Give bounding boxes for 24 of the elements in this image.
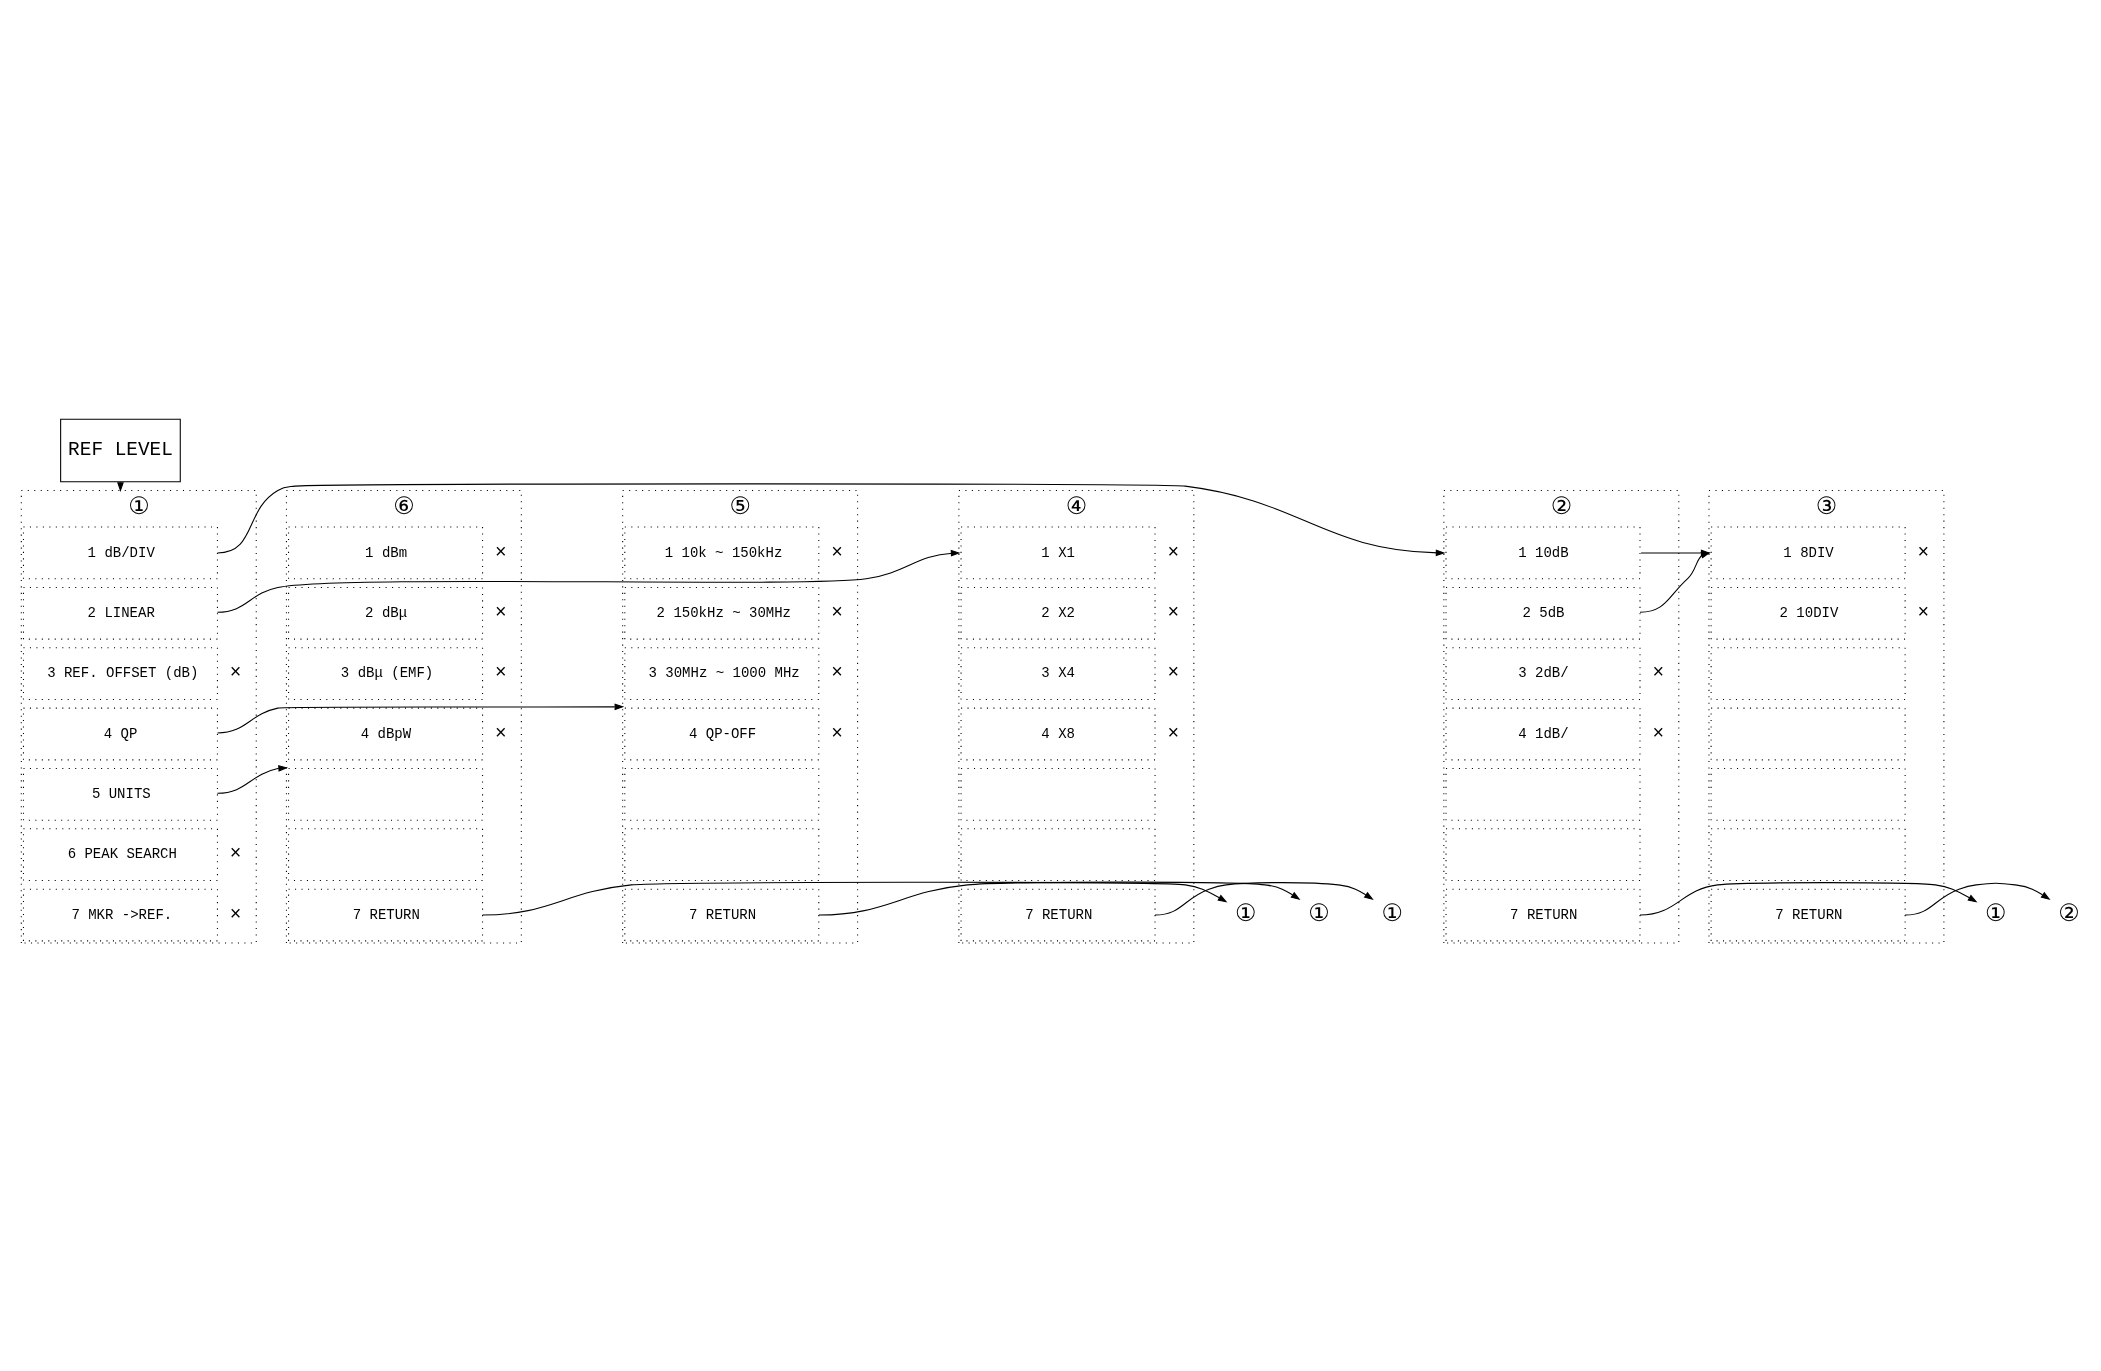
node-label: × <box>1167 602 1180 625</box>
node-text: ① <box>1381 899 1403 928</box>
node-label: × <box>229 903 242 926</box>
node-text: ① <box>1234 899 1257 928</box>
node-text: ② <box>2058 899 2080 928</box>
node-label: × <box>494 602 507 625</box>
node-label: × <box>1652 662 1665 685</box>
node-label: × <box>494 541 507 564</box>
node-label: × <box>494 722 507 745</box>
node-label: × <box>1652 722 1665 745</box>
node-label: × <box>1917 541 1930 564</box>
node-label: × <box>1917 602 1930 625</box>
node-label: × <box>1167 541 1180 564</box>
node-label: × <box>1167 662 1180 685</box>
node-text: ① <box>1308 899 1330 928</box>
node-label: × <box>1167 722 1180 745</box>
node-label: × <box>831 662 843 685</box>
node-label: × <box>494 662 507 685</box>
node-label: × <box>831 541 843 564</box>
node-label: × <box>229 843 242 866</box>
node-label: × <box>831 602 843 625</box>
node-label: × <box>229 662 242 685</box>
node-text: ① <box>1985 899 2007 928</box>
node-label: × <box>831 722 843 745</box>
